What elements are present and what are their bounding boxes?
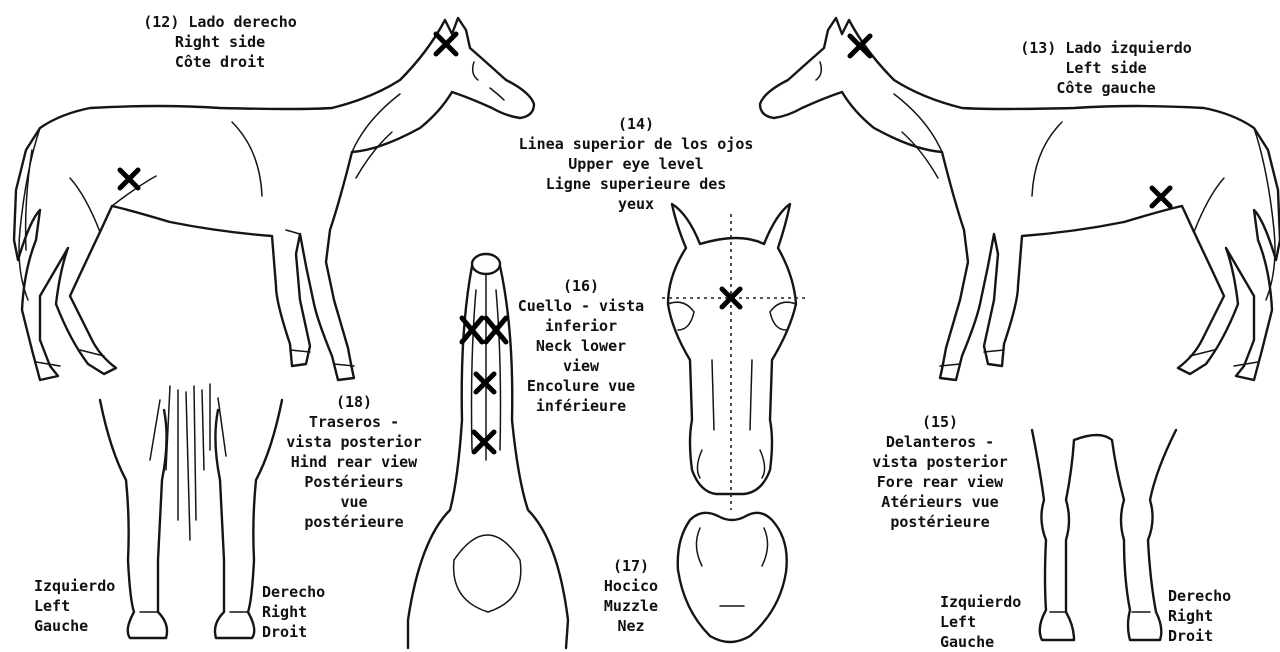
label-view-13: (13) Lado izquierdo Left side Côte gauch… <box>996 38 1216 98</box>
label-view-14: (14) Linea superior de los ojos Upper ey… <box>494 114 778 214</box>
view-number: (16) <box>510 276 652 296</box>
head-front-view <box>662 204 808 510</box>
view-title-fr: Nez <box>588 616 674 636</box>
view-title-fr: Atérieurs vue <box>856 492 1024 512</box>
side-en: Left <box>940 612 1021 632</box>
view-title-es: Cuello - vista <box>510 296 652 316</box>
view-title-es: Hocico <box>588 576 674 596</box>
view-title-fr-cont2: postérieure <box>270 512 438 532</box>
hind-legs-rear-view <box>100 384 282 638</box>
label-view-16: (16) Cuello - vista inferior Neck lower … <box>510 276 652 416</box>
side-es: Izquierdo <box>34 576 115 596</box>
side-fr: Gauche <box>34 616 115 636</box>
view-title-en: Hind rear view <box>270 452 438 472</box>
view-number: (17) <box>588 556 674 576</box>
view-title-fr: Côte gauche <box>996 78 1216 98</box>
view-number: (13) <box>1020 39 1056 57</box>
view-title-en: Left side <box>996 58 1216 78</box>
label-fore-left: Izquierdo Left Gauche <box>940 592 1021 652</box>
view-title-es-cont: vista posterior <box>856 452 1024 472</box>
view-title-es: Traseros - <box>270 412 438 432</box>
view-title-fr: Postérieurs <box>270 472 438 492</box>
side-en: Right <box>262 602 325 622</box>
view-title-fr: Ligne superieure des <box>494 174 778 194</box>
view-title-fr-cont: yeux <box>494 194 778 214</box>
label-hind-right: Derecho Right Droit <box>262 582 325 642</box>
view-title-en: Fore rear view <box>856 472 1024 492</box>
side-es: Derecho <box>1168 586 1231 606</box>
view-title-en: Right side <box>116 32 324 52</box>
view-title-es-cont: inferior <box>510 316 652 336</box>
label-fore-right: Derecho Right Droit <box>1168 586 1231 646</box>
side-fr: Droit <box>262 622 325 642</box>
label-view-17: (17) Hocico Muzzle Nez <box>588 556 674 636</box>
side-en: Right <box>1168 606 1231 626</box>
view-number: (14) <box>494 114 778 134</box>
side-fr: Droit <box>1168 626 1231 646</box>
view-title-fr-cont: inférieure <box>510 396 652 416</box>
view-title-fr-cont: vue <box>270 492 438 512</box>
fore-legs-rear-view <box>1032 430 1176 640</box>
label-hind-left: Izquierdo Left Gauche <box>34 576 115 636</box>
side-fr: Gauche <box>940 632 1021 652</box>
view-title-en: Neck lower <box>510 336 652 356</box>
view-title-fr: Encolure vue <box>510 376 652 396</box>
view-title-en: Upper eye level <box>494 154 778 174</box>
label-view-15: (15) Delanteros - vista posterior Fore r… <box>856 412 1024 532</box>
view-number: (12) <box>143 13 179 31</box>
view-number: (18) <box>270 392 438 412</box>
label-view-18: (18) Traseros - vista posterior Hind rea… <box>270 392 438 532</box>
view-title-es: Delanteros - <box>856 432 1024 452</box>
view-title-fr-cont: postérieure <box>856 512 1024 532</box>
side-en: Left <box>34 596 115 616</box>
muzzle-view <box>678 513 787 642</box>
view-title-es: Lado derecho <box>188 13 296 31</box>
view-number: (15) <box>856 412 1024 432</box>
view-title-es: Lado izquierdo <box>1065 39 1191 57</box>
horse-right-side <box>14 18 534 380</box>
view-title-fr: Côte droit <box>116 52 324 72</box>
view-title-en: Muzzle <box>588 596 674 616</box>
side-es: Izquierdo <box>940 592 1021 612</box>
label-view-12: (12) Lado derecho Right side Côte droit <box>116 12 324 72</box>
view-title-en-cont: view <box>510 356 652 376</box>
view-title-es-cont: vista posterior <box>270 432 438 452</box>
side-es: Derecho <box>262 582 325 602</box>
view-title-es: Linea superior de los ojos <box>494 134 778 154</box>
